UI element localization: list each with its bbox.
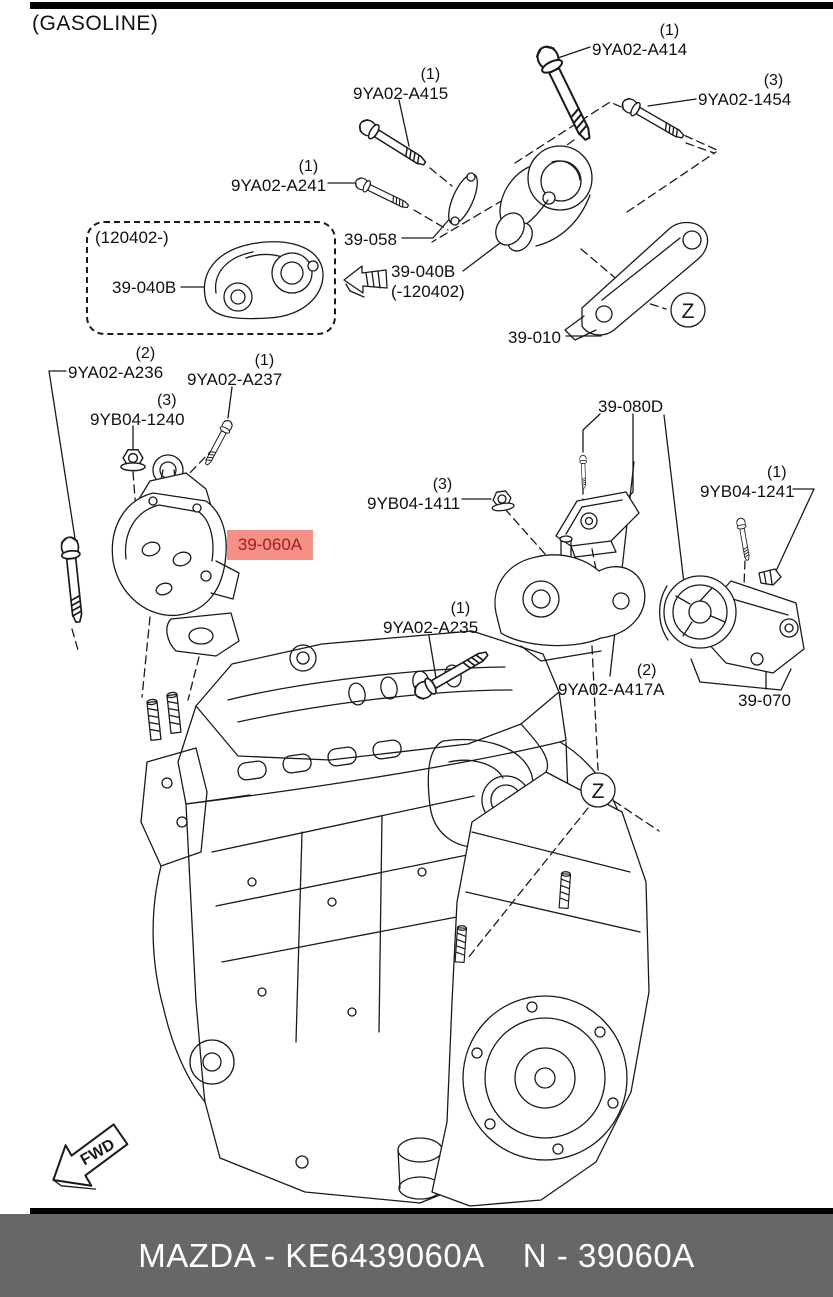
bolt-9YA02-A236: [59, 535, 88, 624]
washer-39-058: [448, 173, 478, 225]
clip-9YB04-1241-target: [758, 568, 782, 586]
bolt-9YA02-1454: [618, 95, 688, 144]
fwd-arrow-icon: FWD: [52, 1123, 129, 1190]
mount-39-070: [658, 568, 805, 691]
nut-9YB04-1240: [120, 449, 146, 472]
part-label-9YA02-A241[interactable]: (1) 9YA02-A241: [231, 158, 327, 196]
part-label-39-010[interactable]: 39-010: [508, 328, 561, 347]
footer-bar: MAZDA - KE6439060A N - 39060A: [0, 1214, 833, 1297]
part-label-39-080D[interactable]: 39-080D: [598, 397, 664, 416]
zone-marker-z-bottom: Z: [580, 772, 616, 808]
mount-39-060A: [111, 454, 240, 657]
bottom-rule: [30, 1208, 833, 1214]
bolt-9YA02-A415: [355, 115, 430, 171]
bolt-9YA02-A414: [532, 41, 599, 145]
svg-text:Z: Z: [592, 780, 605, 803]
bolt-9YA02-A237: [201, 418, 235, 468]
bolt-9YB04-1241: [735, 516, 753, 562]
inset-range-label: (120402-): [95, 228, 169, 247]
svg-text:Z: Z: [682, 300, 695, 323]
part-label-9YA02-A236[interactable]: (2) 9YA02-A236: [68, 345, 164, 383]
part-label-9YA02-1454[interactable]: (3) 9YA02-1454: [698, 72, 792, 110]
mount-center-a417a: [494, 535, 646, 662]
part-label-9YB04-1241[interactable]: (1) 9YB04-1241: [700, 464, 795, 502]
part-label-9YA02-A414[interactable]: (1) 9YA02-A414: [592, 22, 688, 60]
part-label-9YA02-A237[interactable]: (1) 9YA02-A237: [187, 352, 283, 390]
top-rule: [30, 2, 833, 9]
mount-39-040B-new: [203, 241, 324, 320]
replacement-arrow-icon: [343, 265, 388, 298]
variant-label: (GASOLINE): [32, 12, 159, 35]
part-label-9YA02-A415[interactable]: (1) 9YA02-A415: [353, 66, 449, 104]
part-label-9YB04-1240[interactable]: (3) 9YB04-1240: [90, 392, 185, 430]
footer-catalog-number: N - 39060A: [522, 1236, 695, 1274]
bolt-39-080D: [579, 454, 588, 489]
torque-rod-39-040B-old: [448, 145, 593, 252]
zone-marker-z-top: Z: [670, 292, 706, 328]
nut-9YB04-1411: [489, 489, 516, 513]
engine-illustration: [140, 630, 650, 1207]
part-label-39-058[interactable]: 39-058: [344, 230, 397, 249]
part-label-9YA02-A417A[interactable]: (2) 9YA02-A417A: [558, 662, 665, 700]
bolt-9YA02-A241: [352, 174, 412, 213]
part-label-9YA02-A235[interactable]: (1) 9YA02-A235: [383, 600, 479, 638]
highlighted-part-label[interactable]: 39-060A: [227, 530, 313, 560]
part-label-9YB04-1411[interactable]: (3) 9YB04-1411: [367, 476, 461, 514]
part-label-39-040B-old[interactable]: 39-040B (-120402): [391, 262, 465, 301]
bracket-39-010: [564, 221, 709, 341]
footer-brand-part: MAZDA - KE6439060A: [138, 1236, 485, 1274]
inset-dashed-box: [86, 221, 336, 335]
bracket-39-080D: [555, 491, 640, 558]
part-label-39-040B-new[interactable]: 39-040B: [112, 278, 177, 297]
part-label-39-070[interactable]: 39-070: [738, 691, 791, 710]
